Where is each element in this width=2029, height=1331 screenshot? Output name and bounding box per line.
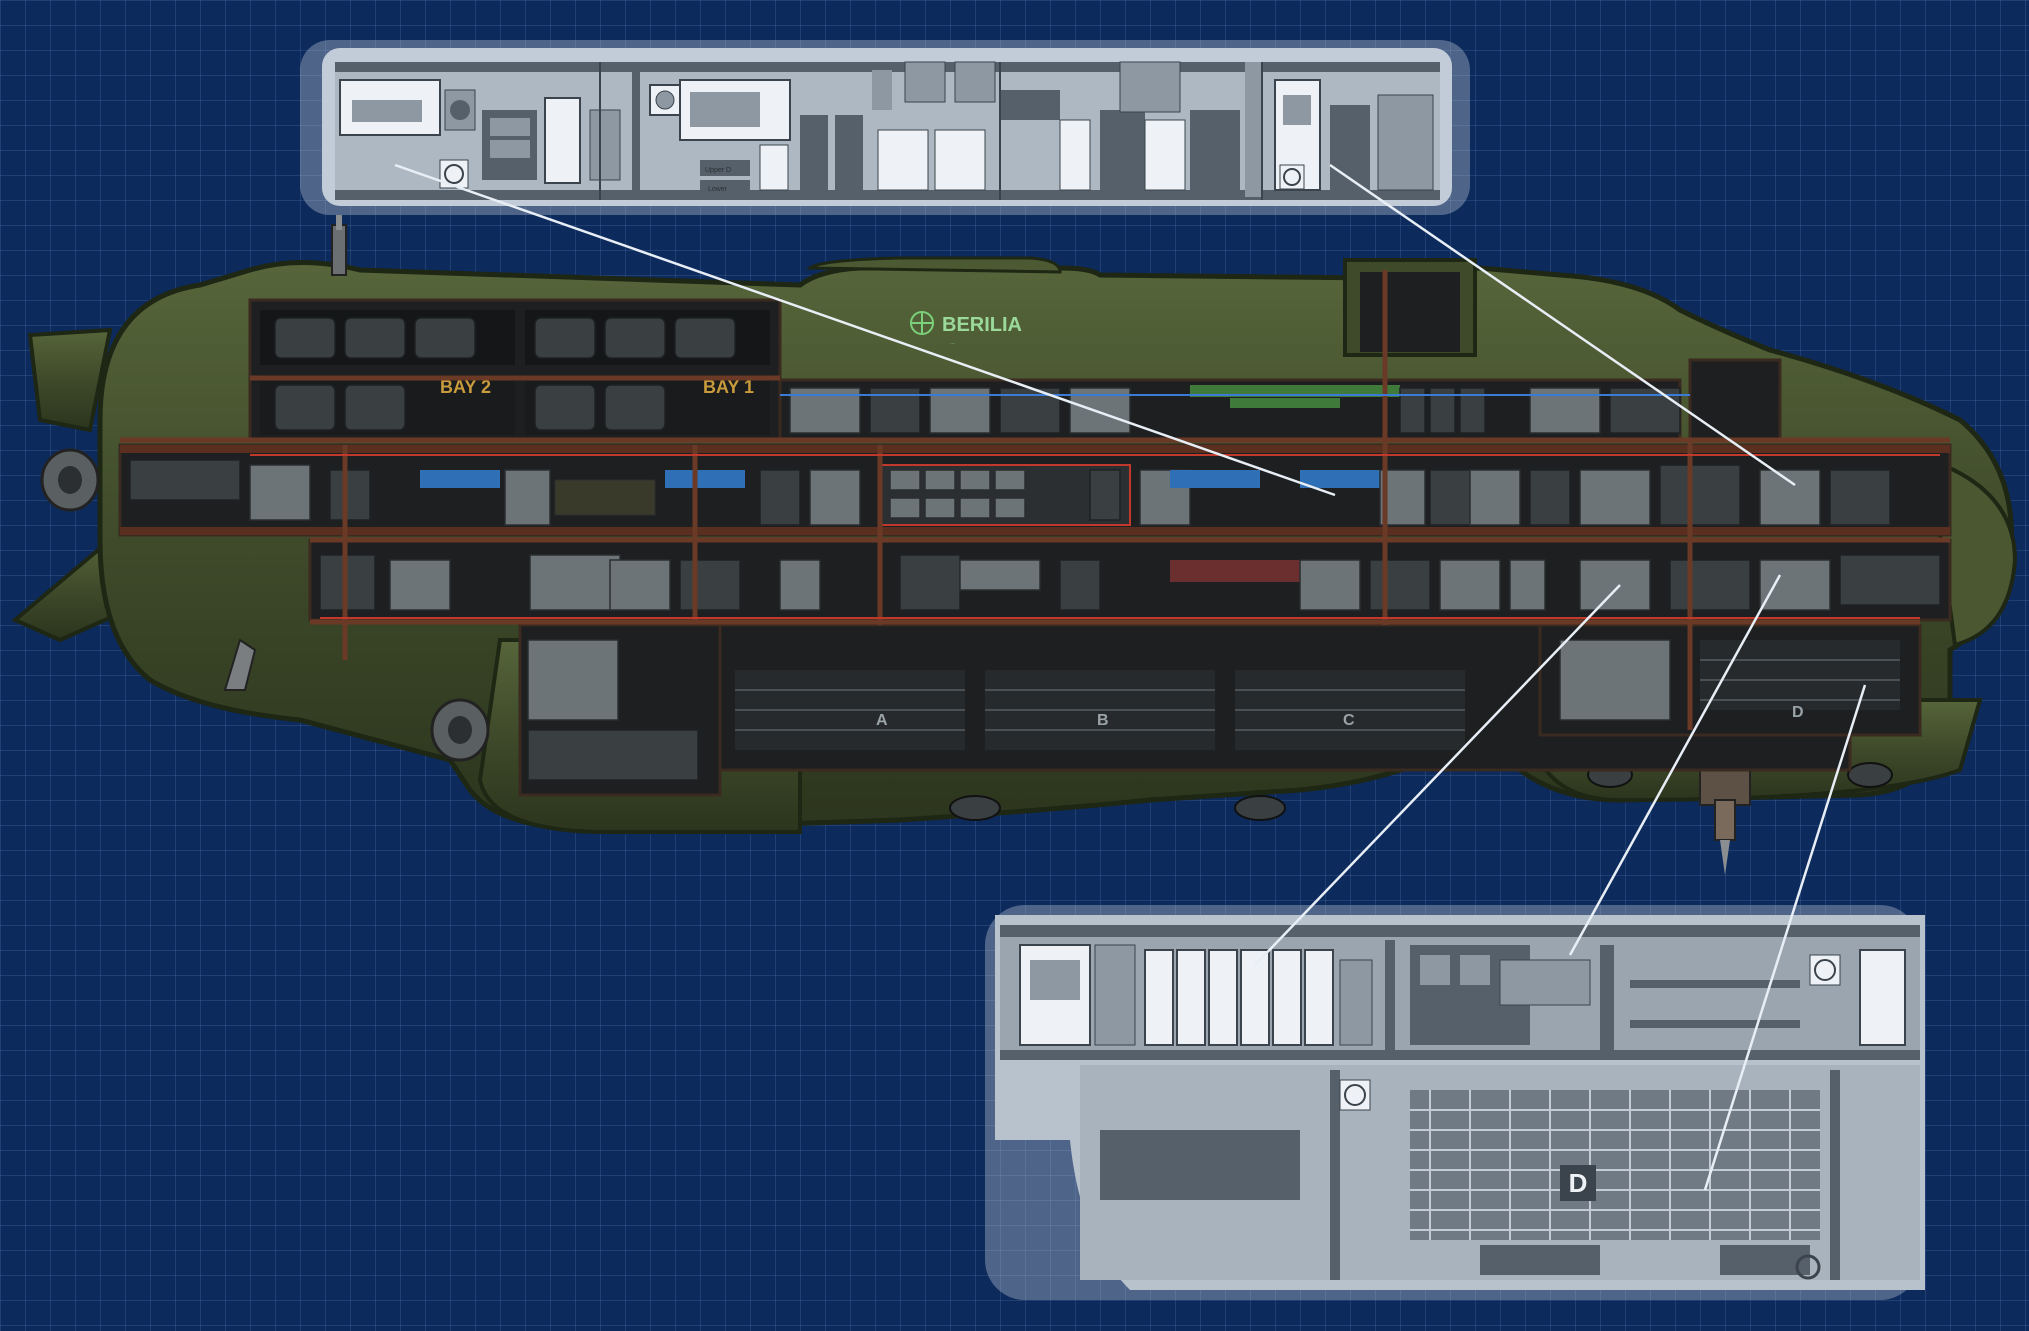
callout-line-4 (1568, 574, 1782, 956)
battery-cell-bank (1144, 949, 1334, 1046)
elevator-label-lower: Lower (708, 186, 728, 193)
cargo-racks (735, 640, 1900, 750)
bay-label-2: BAY 2 (440, 377, 491, 397)
cargo-hold-label-d-detail: D (1569, 1168, 1588, 1198)
hatch-icon (1795, 1254, 1821, 1280)
callout-line-3 (1254, 584, 1621, 966)
ventilation-fan-icon (1344, 1084, 1366, 1106)
rear-propeller-upper (40, 448, 100, 512)
bay-storage-containers (274, 317, 736, 431)
bottom-detail-inset: D (985, 905, 1925, 1300)
elevator-label-upper: Upper D (705, 167, 731, 174)
rear-propeller-lower (430, 698, 490, 762)
top-detail-inset: Upper D Lower (300, 40, 1470, 215)
cargo-hold-label-a: A (876, 712, 888, 729)
bay-label-1: BAY 1 (703, 377, 754, 397)
ventilation-fan-icon (1279, 164, 1305, 190)
cargo-grid (1410, 1090, 1820, 1240)
callout-lines (394, 163, 1867, 1191)
drill-arm (1699, 759, 1751, 875)
ship-name-logo: BERILIA ... (910, 311, 1022, 346)
cargo-hold-label-b: B (1097, 712, 1109, 729)
dorsal-antenna (331, 215, 347, 276)
ventilation-fan-icon (439, 159, 469, 189)
ventilation-fan-icon (1814, 959, 1836, 981)
interior-decks: BAY 2 BAY 1 (118, 270, 1952, 797)
callout-line-2 (1329, 163, 1796, 487)
ventral-claw (223, 638, 257, 691)
cargo-hold-label-c: C (1343, 712, 1355, 729)
ship-name-subtitle: ... (950, 340, 955, 346)
ship-name: BERILIA (942, 314, 1022, 336)
cargo-hold-label-d: D (1792, 704, 1804, 721)
callout-line-1 (394, 163, 1336, 497)
callout-line-5 (1703, 684, 1867, 1191)
